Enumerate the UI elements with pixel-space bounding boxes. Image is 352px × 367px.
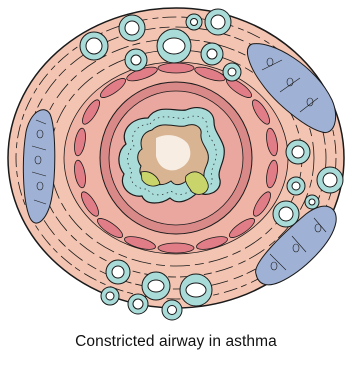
cartilage-icon — [23, 110, 54, 223]
diagram-caption: Constricted airway in asthma — [0, 333, 352, 351]
